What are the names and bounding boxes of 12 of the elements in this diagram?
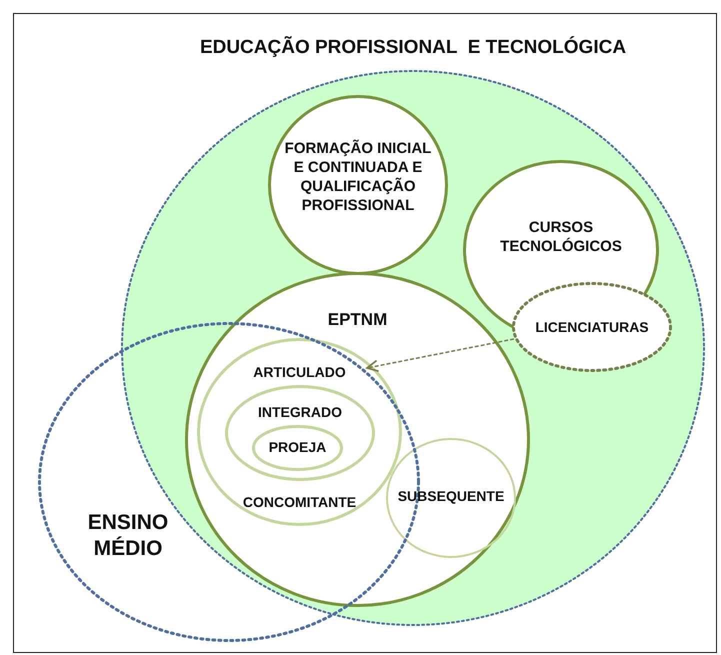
region-label: EPTNM bbox=[326, 310, 388, 329]
region-label: CURSOS TECNOLÓGICOS bbox=[499, 218, 623, 256]
dashed-arrow bbox=[366, 338, 514, 372]
region-label: INTEGRADO bbox=[257, 403, 343, 422]
region-label: PROEJA bbox=[268, 438, 328, 457]
diagram-heading: EDUCAÇÃO PROFISSIONAL E TECNOLÓGICA bbox=[198, 36, 628, 60]
region-label: ENSINO MÉDIO bbox=[86, 510, 170, 562]
region-label: FORMAÇÃO INICIAL E CONTINUADA E QUALIFICAÇÃO PROFISSIONAL bbox=[284, 139, 432, 215]
region-label: CONCOMITANTE bbox=[242, 493, 358, 512]
region-label: ARTICULADO bbox=[252, 363, 347, 382]
region-label: LICENCIATURAS bbox=[534, 318, 650, 337]
region-label: SUBSEQUENTE bbox=[396, 487, 506, 506]
